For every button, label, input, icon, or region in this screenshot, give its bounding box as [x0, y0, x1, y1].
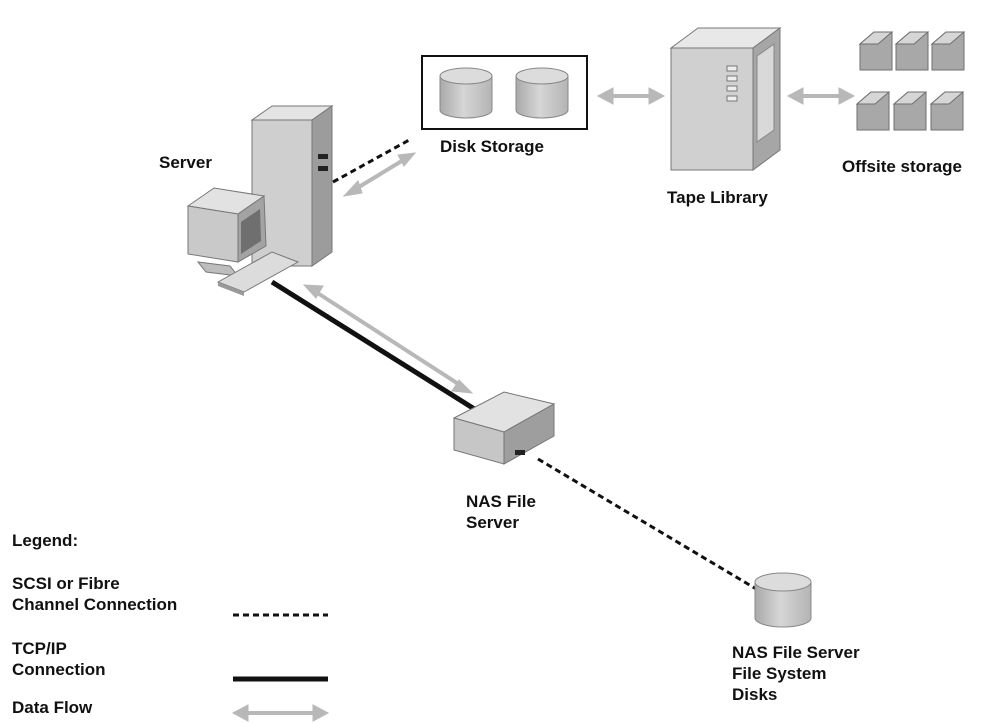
- tape-cartridge-icon: [929, 91, 965, 131]
- nas-disks-label-line2: File System: [732, 664, 827, 683]
- nas-file-server-label-line2: Server: [466, 513, 519, 532]
- nas-file-server-label: NAS File Server: [466, 491, 536, 533]
- disk-storage-label: Disk Storage: [440, 137, 544, 156]
- offsite-storage-label: Offsite storage: [842, 157, 962, 176]
- scsi-connection-nas-disks: [537, 457, 759, 592]
- legend-tcpip-label-line2: Connection: [12, 660, 106, 679]
- tape-cartridge-icon: [858, 31, 894, 71]
- tape-cartridge-icon: [894, 31, 930, 71]
- tape-library-icon: [669, 27, 782, 171]
- nas-file-server-label-line1: NAS File: [466, 492, 536, 511]
- disk-storage-icon: [439, 67, 569, 119]
- offsite-storage-icon: [855, 31, 966, 131]
- tape-library-label: Tape Library: [667, 188, 768, 207]
- data-flow-arrow-server-disk: [342, 152, 417, 197]
- tape-cartridge-icon: [855, 91, 891, 131]
- legend-dataflow-arrow-sample: [231, 704, 330, 722]
- tape-cartridge-icon: [892, 91, 928, 131]
- legend-tcpip-label: TCP/IP Connection: [12, 638, 106, 680]
- data-flow-arrow-tape-offsite: [786, 87, 856, 105]
- legend-dataflow-label: Data Flow: [12, 698, 93, 717]
- data-flow-arrow-disk-tape: [596, 87, 666, 105]
- tape-cartridge-icon: [930, 31, 966, 71]
- legend-tcpip-label-line1: TCP/IP: [12, 639, 67, 658]
- nas-disks-label: NAS File Server File System Disks: [732, 642, 860, 705]
- scsi-connection-server-disk: [332, 137, 412, 184]
- nas-disks-label-line1: NAS File Server: [732, 643, 860, 662]
- legend-scsi-label: SCSI or Fibre Channel Connection: [12, 573, 177, 615]
- tcpip-connection-server-nas: [270, 279, 478, 413]
- server-label: Server: [159, 153, 212, 172]
- legend-scsi-label-line1: SCSI or Fibre: [12, 574, 120, 593]
- nas-disks-label-line3: Disks: [732, 685, 778, 704]
- data-flow-arrow-server-nas: [302, 284, 474, 394]
- server-icon: [186, 105, 334, 296]
- nas-file-system-disk-icon: [754, 572, 812, 628]
- legend-title: Legend:: [12, 531, 79, 550]
- nas-file-server-icon: [452, 391, 556, 465]
- legend-scsi-label-line2: Channel Connection: [12, 595, 178, 614]
